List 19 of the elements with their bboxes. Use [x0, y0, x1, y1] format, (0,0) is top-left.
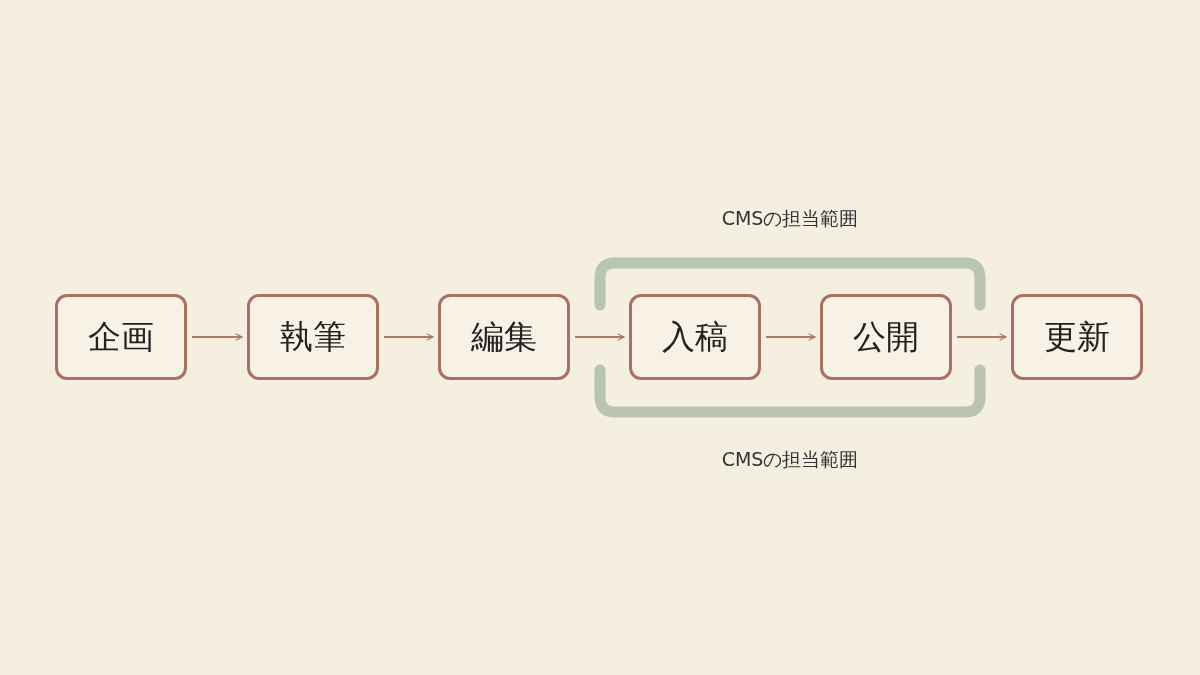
arrow [383, 333, 434, 341]
range-label: CMSの担当範囲 [721, 447, 859, 472]
step-label: 企画 [88, 315, 154, 358]
arrow [765, 333, 816, 341]
step-label: 公開 [853, 315, 919, 358]
process-box [55, 294, 187, 380]
process-box [247, 294, 379, 380]
arrow [956, 333, 1007, 341]
step-label: 入稿 [662, 315, 728, 358]
arrow [574, 333, 625, 341]
process-box [629, 294, 761, 380]
range-label: CMSの担当範囲 [721, 206, 859, 231]
arrow [191, 333, 243, 341]
process-box [438, 294, 570, 380]
step-label: 更新 [1044, 315, 1110, 358]
step-label: 執筆 [280, 315, 346, 358]
process-box [820, 294, 952, 380]
step-label: 編集 [471, 315, 537, 358]
process-box [1011, 294, 1143, 380]
